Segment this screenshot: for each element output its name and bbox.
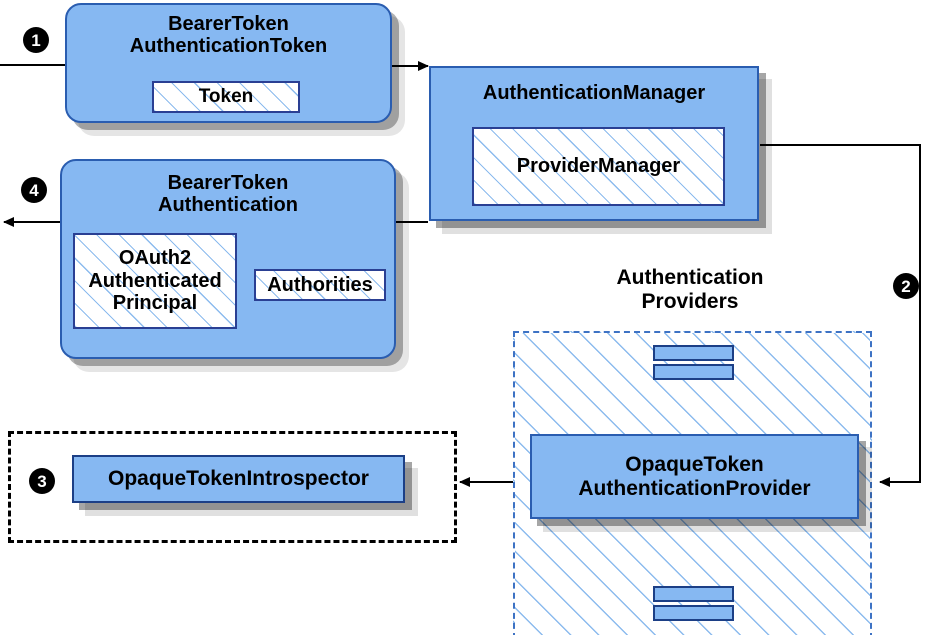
- title-line-1: BearerToken: [167, 172, 289, 194]
- principal-line-3: Principal: [112, 292, 198, 315]
- badge-step-1: 1: [23, 27, 49, 53]
- principal-line-2: Authenticated: [88, 269, 222, 292]
- title-line-1: BearerToken: [168, 13, 289, 35]
- badge-step-1-label: 1: [31, 30, 41, 50]
- title-line-2: AuthenticationToken: [129, 35, 328, 58]
- node-opaque-token-authentication-provider[interactable]: OpaqueToken AuthenticationProvider: [530, 434, 859, 519]
- authentication-providers-heading: Authentication Providers: [561, 266, 819, 313]
- badge-step-2-label: 2: [901, 276, 911, 296]
- authentication-manager-title: AuthenticationManager: [482, 82, 706, 104]
- stacked-provider-bars-icon-top: [653, 345, 734, 380]
- provider-bar: [653, 345, 734, 361]
- inner-box-authorities-label: Authorities: [267, 273, 373, 296]
- title-line-2: AuthenticationProvider: [578, 476, 811, 500]
- badge-step-3-label: 3: [37, 471, 47, 491]
- provider-bar: [653, 586, 734, 602]
- provider-bar: [653, 605, 734, 621]
- inner-box-provider-manager-label: ProviderManager: [516, 155, 681, 177]
- node-opaque-token-introspector[interactable]: OpaqueTokenIntrospector: [72, 455, 405, 503]
- inner-box-provider-manager[interactable]: ProviderManager: [472, 127, 725, 206]
- title-line-1: OpaqueToken: [625, 452, 764, 476]
- node-authentication-manager[interactable]: AuthenticationManager ProviderManager: [429, 66, 759, 221]
- inner-box-token[interactable]: Token: [152, 81, 300, 113]
- node-bearer-token-authentication-token[interactable]: BearerToken AuthenticationToken Token: [65, 3, 392, 123]
- heading-line-2: Providers: [641, 289, 739, 313]
- node-bearer-token-authentication[interactable]: BearerToken Authentication OAuth2 Authen…: [60, 159, 396, 359]
- principal-line-1: OAuth2: [118, 247, 192, 270]
- badge-step-2: 2: [893, 273, 919, 299]
- inner-box-oauth2-authenticated-principal[interactable]: OAuth2 Authenticated Principal: [73, 233, 237, 329]
- inner-box-token-label: Token: [198, 86, 254, 107]
- bearer-token-authentication-token-title: BearerToken AuthenticationToken: [67, 13, 390, 58]
- title-line-2: Authentication: [158, 194, 298, 217]
- badge-step-4-label: 4: [29, 180, 39, 200]
- badge-step-4: 4: [21, 177, 47, 203]
- stacked-provider-bars-icon-bottom: [653, 586, 734, 621]
- badge-step-3: 3: [29, 468, 55, 494]
- provider-bar: [653, 364, 734, 380]
- heading-line-1: Authentication: [616, 266, 764, 289]
- opaque-token-introspector-label: OpaqueTokenIntrospector: [108, 467, 369, 490]
- bearer-token-authentication-title: BearerToken Authentication: [62, 172, 394, 217]
- connector-manager-to-provider: [760, 144, 921, 487]
- inner-box-authorities[interactable]: Authorities: [254, 269, 386, 301]
